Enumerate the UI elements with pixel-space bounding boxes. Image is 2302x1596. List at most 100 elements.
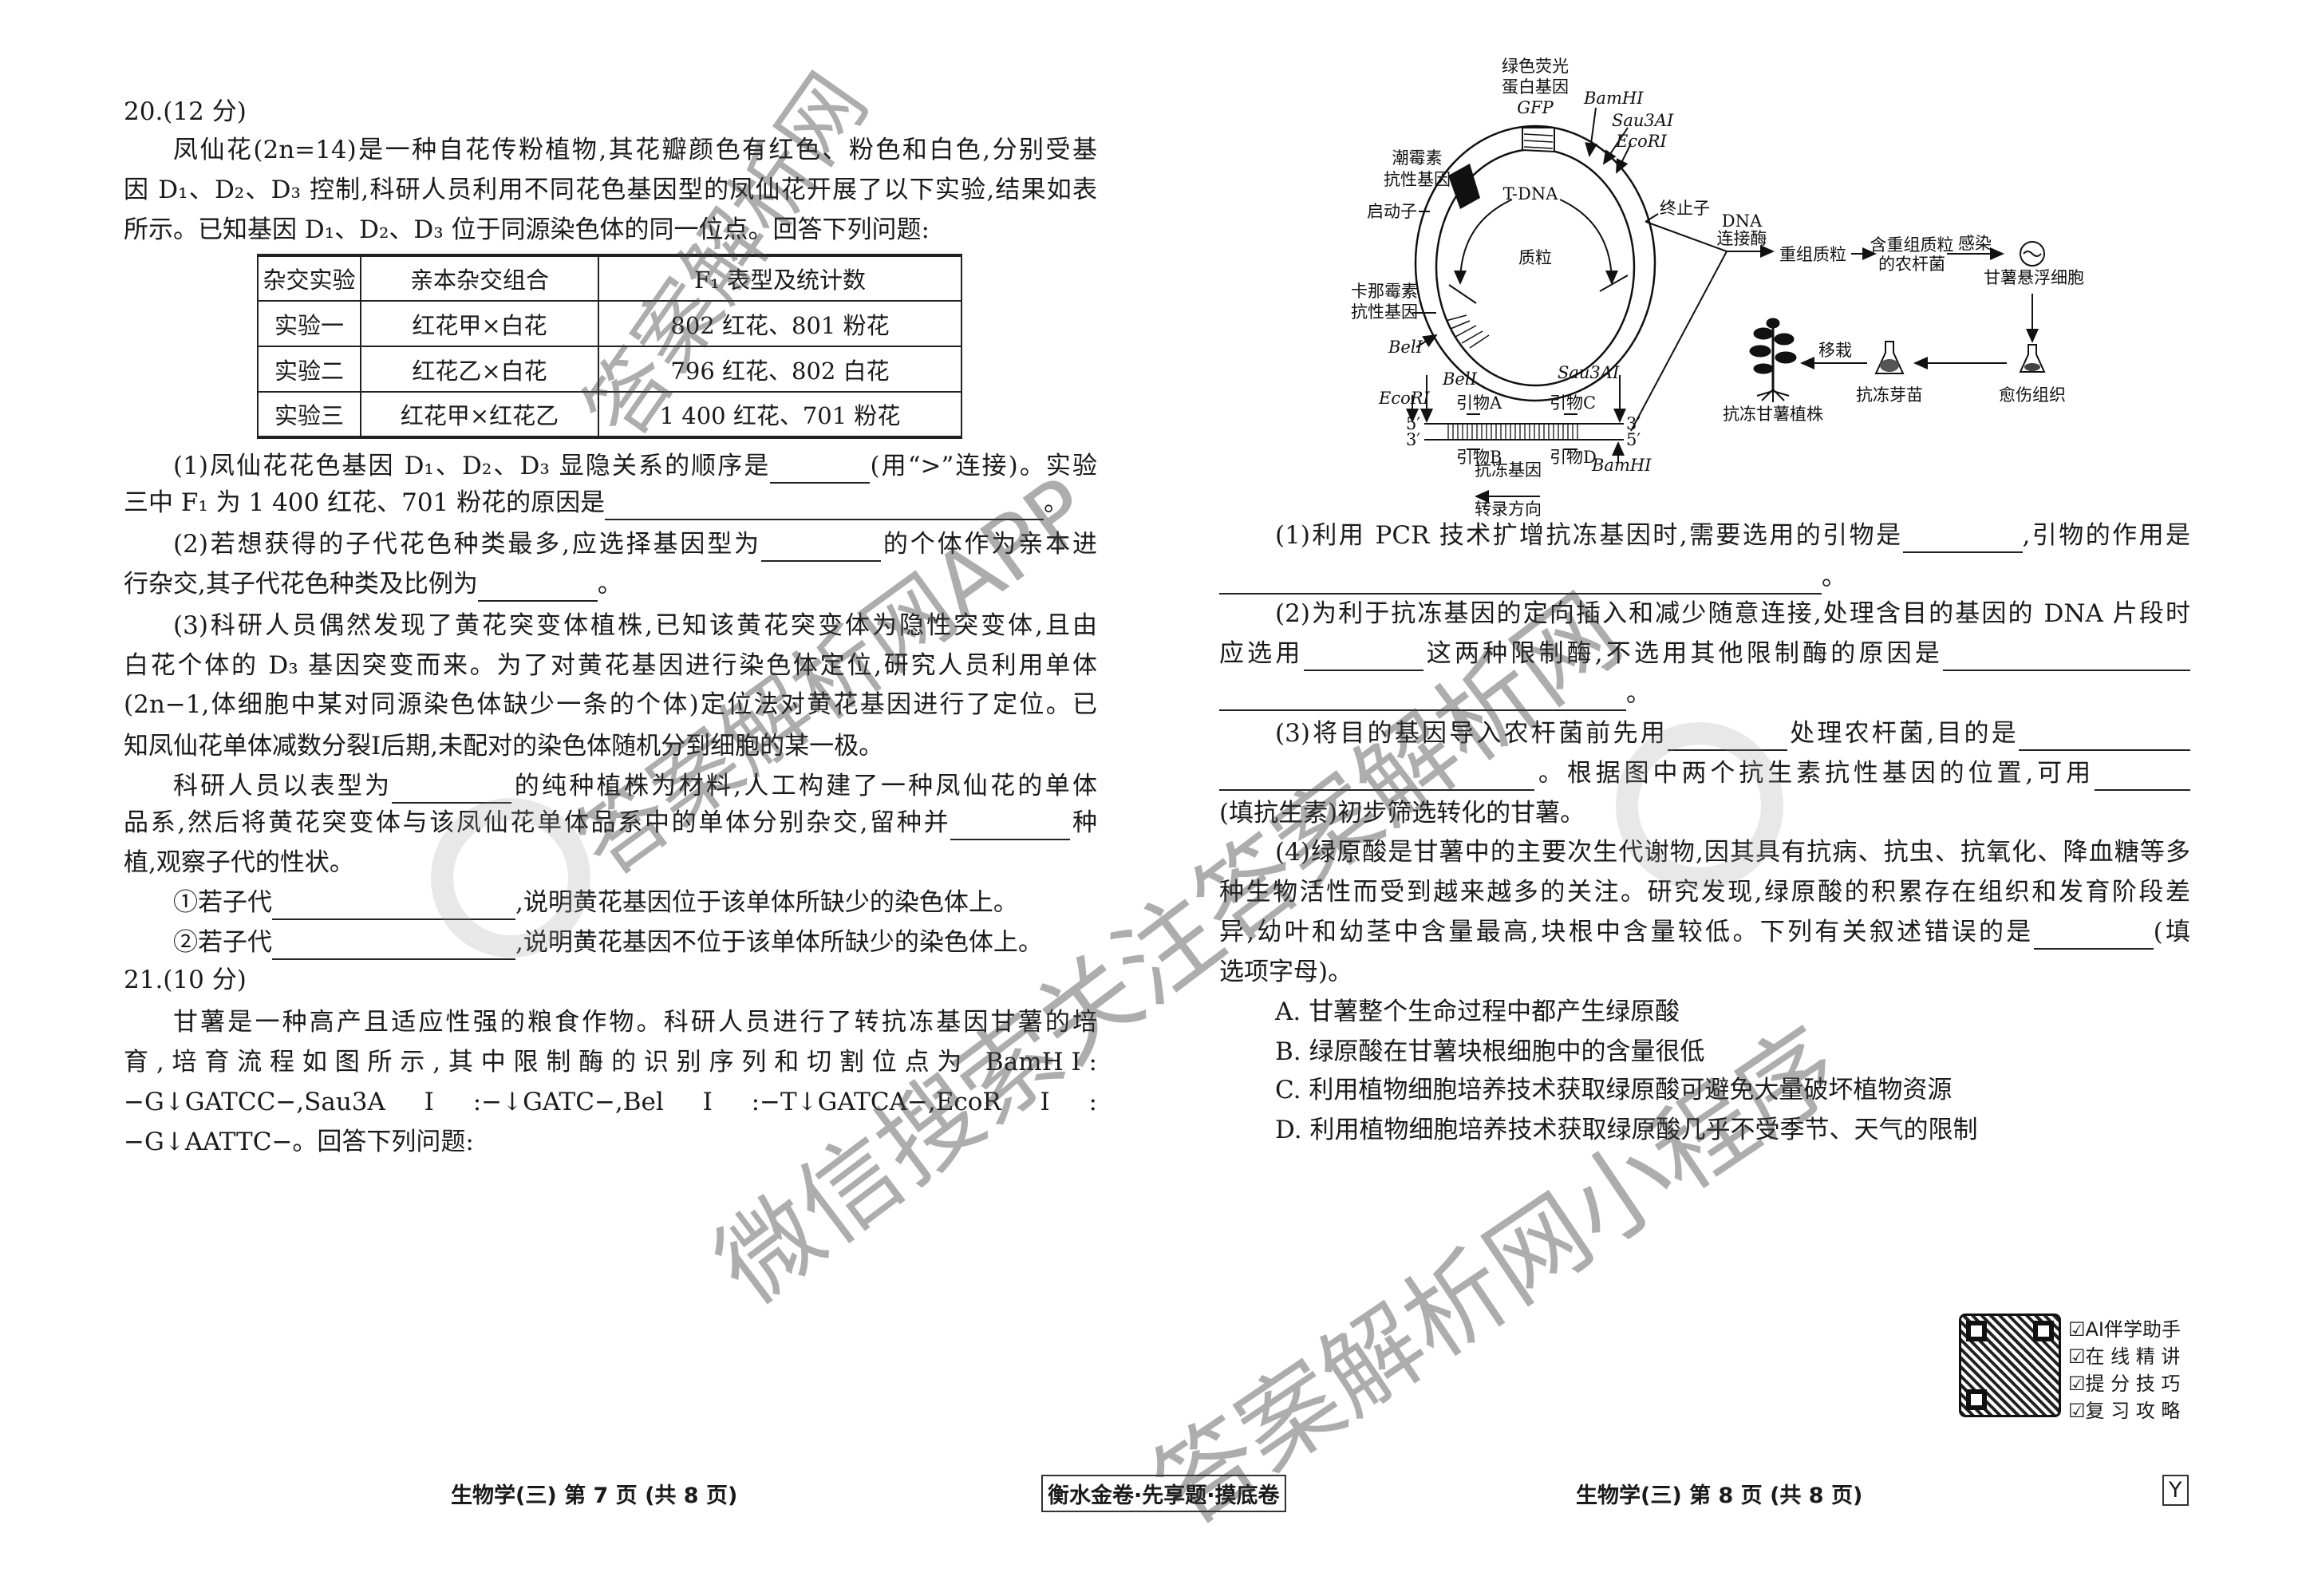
checklist-item: ☑AI伴学助手: [2068, 1318, 2182, 1341]
text: (3)将目的基因导入农杆菌前先用: [1275, 719, 1668, 748]
text: 行杂交,其子代花色种类及比例为: [124, 570, 478, 598]
option-a: A. 甘薯整个生命过程中都产生绿原酸: [1275, 998, 1680, 1026]
three-prime-label: 3′: [1406, 430, 1420, 449]
q20-intro-line: 所示。已知基因 D₁、D₂、D₃ 位于同源染色体的同一位点。回答下列问题:: [124, 215, 930, 244]
answer-blank[interactable]: [950, 813, 1071, 840]
sau3ai-site-label: Sau3AⅠ: [1558, 363, 1620, 382]
direction-label: 转录方向: [1475, 500, 1542, 519]
text: ,说明黄花基因不位于该单体所缺少的染色体上。: [515, 928, 1043, 957]
answer-blank[interactable]: [2033, 922, 2154, 950]
q20-title: 20.(12 分): [124, 97, 247, 126]
q20-q2-line: 行杂交,其子代花色种类及比例为 。: [124, 567, 1097, 602]
beli-label: BelⅠ: [1388, 338, 1423, 357]
table-cell: 796 红花、802 白花: [598, 346, 962, 393]
text: (用“>”连接)。实验: [870, 452, 1098, 480]
table-header: F₁ 表型及统计数: [598, 255, 962, 302]
answer-blank[interactable]: [1303, 644, 1423, 671]
q21-title: 21.(10 分): [124, 966, 247, 994]
text: 。: [597, 570, 622, 598]
answer-blank[interactable]: [1943, 644, 2190, 671]
gfp-label: GFP: [1517, 98, 1554, 117]
q21-q3-line: (填抗生素)初步筛选转化的甘薯。: [1219, 799, 1585, 828]
q21-q1-line: 。: [1219, 559, 2190, 595]
q20-q3-line: (3)科研人员偶然发现了黄花突变体植株,已知该黄花突变体为隐性突变体,且由: [173, 611, 1097, 640]
table-cell: 实验三: [257, 391, 361, 438]
checklist-item: ☑复 习 攻 略: [2068, 1400, 2181, 1422]
answer-blank[interactable]: [477, 575, 598, 602]
answer-blank[interactable]: [605, 493, 1044, 520]
answer-blank[interactable]: [1219, 567, 1822, 595]
recombinant-plasmid-label: 重组质粒: [1779, 245, 1846, 264]
kanamycin-label: 卡那霉素: [1351, 282, 1418, 301]
text: 科研人员以表型为: [173, 772, 393, 800]
q20-q3b-line: 科研人员以表型为的纯种植株为材料,人工构建了一种凤仙花的单体: [124, 768, 1097, 804]
table-cell: 红花甲×白花: [360, 300, 599, 347]
text: 异,幼叶和幼茎中含量最高,块根中含量较低。下列有关叙述错误的是: [1219, 918, 2034, 946]
text: 。: [1626, 679, 1651, 708]
text: 。: [1044, 488, 1069, 517]
answer-blank[interactable]: [272, 933, 515, 960]
q20-q3-line: 白花个体的 D₃ 基因突变而来。为了对黄花基因进行染色体定位,研究人员利用单体: [124, 651, 1097, 680]
text: (1)凤仙花花色基因 D₁、D₂、D₃ 显隐关系的顺序是: [173, 452, 771, 480]
footer-page-left: 生物学(三) 第 7 页 (共 8 页): [451, 1483, 738, 1508]
kanamycin-hatch: [1445, 314, 1490, 349]
answer-blank[interactable]: [1902, 526, 2023, 553]
q21-intro-line: −G↓GATCC−,Sau3AⅠ:−↓GATC−,BelⅠ:−T↓GATCA−,…: [124, 1088, 1097, 1116]
text: ②若子代: [173, 928, 272, 957]
text: ,说明黄花基因位于该单体所缺少的染色体上。: [515, 888, 1018, 917]
answer-blank[interactable]: [1219, 764, 1534, 791]
cell-icon: [2020, 241, 2045, 267]
watermark: 答案解析网小程序: [1134, 1005, 1861, 1549]
answer-blank[interactable]: [770, 456, 871, 484]
hygromycin-gene-segment: [1448, 164, 1480, 209]
table-cell: 红花甲×红花乙: [360, 391, 599, 438]
callus-label: 愈伤组织: [1999, 385, 2066, 405]
answer-blank[interactable]: [2019, 724, 2190, 751]
primer-a-label: 引物A: [1456, 393, 1502, 413]
q20-q3b-line: 植,观察子代的性状。: [124, 848, 354, 877]
q20-q1-line: 三中 F₁ 为 1 400 红花、701 粉花的原因是。: [124, 485, 1097, 520]
answer-blank[interactable]: [392, 776, 512, 804]
frost-resistant-plant-label: 抗冻甘薯植株: [1723, 405, 1823, 424]
q20-q1-line: (1)凤仙花花色基因 D₁、D₂、D₃ 显隐关系的顺序是 (用“>”连接)。实验: [124, 448, 1097, 484]
tdna-arrow-left: [1454, 199, 1513, 285]
table-cell: 1 400 红花、701 粉花: [598, 391, 962, 438]
q20-q3-line: (2n−1,体细胞中某对同源染色体缺少一条的个体)定位法对黄花基因进行了定位。已: [124, 690, 1097, 719]
transgenic-flow-diagram: 绿色荧光 蛋白基因 GFP BamHⅠ Sau3AⅠ EcoRⅠ 潮霉素 抗性基…: [1351, 57, 2084, 519]
q20-q2-line: (2)若想获得的子代花色种类最多,应选择基因型为 的个体作为亲本进: [124, 527, 1097, 562]
table-cell: 802 红花、801 粉花: [598, 300, 962, 347]
q20-intro-line: 凤仙花(2n=14)是一种自花传粉植物,其花瓣颜色有红色、粉色和白色,分别受基: [173, 136, 1097, 164]
leader-lines: [1412, 107, 1659, 348]
q21-q2-line: 。: [1219, 676, 2190, 711]
agrobacterium-label: 的农杆菌: [1878, 255, 1945, 274]
flask-icon: [2019, 344, 2046, 373]
beli-site-label: BelⅠ: [1442, 369, 1478, 389]
hygromycin-label: 抗性基因: [1384, 170, 1451, 189]
q20-intro-line: 因 D₁、D₂、D₃ 控制,科研人员利用不同花色基因型的凤仙花开展了以下实验,结…: [124, 176, 1097, 204]
text: (2)若想获得的子代花色种类最多,应选择基因型为: [173, 530, 762, 559]
footer-series-label: 衡水金卷·先享题·摸底卷: [1041, 1475, 1286, 1512]
answer-blank[interactable]: [272, 893, 515, 920]
answer-blank[interactable]: [2095, 764, 2190, 791]
qr-code[interactable]: [1959, 1314, 2061, 1417]
table-header: 杂交实验: [257, 255, 361, 302]
checklist-item: ☑提 分 技 巧: [2068, 1373, 2181, 1395]
text: 的个体作为亲本进: [881, 530, 1098, 559]
q21-intro-line: 甘薯是一种高产且适应性强的粮食作物。科研人员进行了转抗冻基因甘薯的培: [173, 1008, 1097, 1037]
answer-blank[interactable]: [761, 535, 882, 562]
q21-q2-line: 应选用这两种限制酶,不选用其他限制酶的原因是: [1219, 636, 2190, 671]
qr-finder: [2033, 1321, 2054, 1341]
plasmid-label: 质粒: [1518, 248, 1552, 267]
text: 处理农杆菌,目的是: [1787, 719, 2019, 748]
answer-blank[interactable]: [1219, 684, 1626, 711]
primer-c-label: 引物C: [1550, 393, 1596, 413]
ecori-label: EcoRⅠ: [1615, 132, 1668, 151]
flask-icon: [1874, 341, 1905, 374]
q21-q2-line: (2)为利于抗冻基因的定向插入和减少随意连接,处理含目的基因的 DNA 片段时: [1275, 599, 2190, 628]
table-cell: 实验二: [257, 346, 361, 393]
q21-intro-line: 育,培育流程如图所示,其中限制酶的识别序列和切割位点为 BamHⅠ:: [124, 1048, 1097, 1077]
q21-q4-line: 选项字母)。: [1219, 958, 1353, 986]
